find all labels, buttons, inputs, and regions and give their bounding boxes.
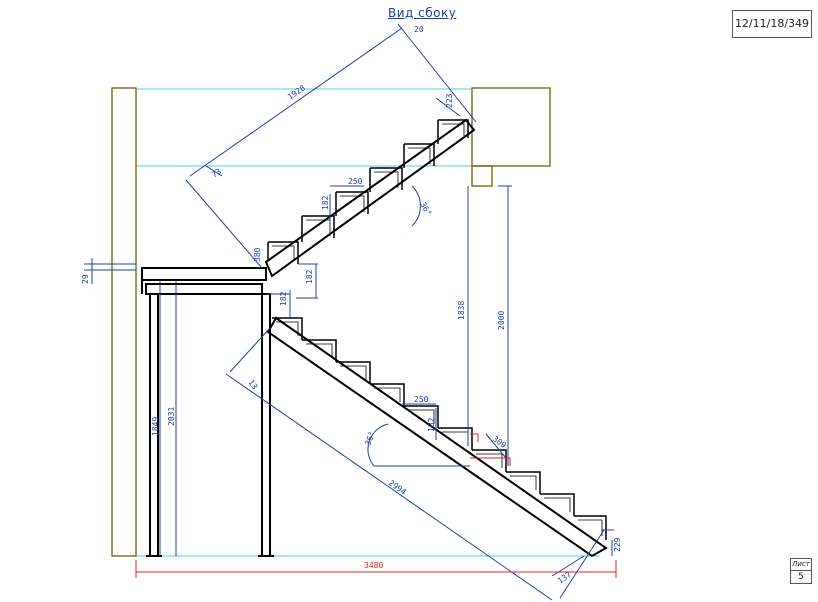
lower-treads (272, 317, 607, 540)
dim-1928: 1928 (286, 83, 307, 102)
dim-250-lower: 250 (414, 395, 429, 404)
dim-73: 73 (210, 167, 223, 180)
dim-20: 20 (414, 25, 424, 34)
dim-2994: 2994 (387, 478, 408, 497)
dim-2031: 2031 (167, 407, 176, 426)
dim-229: 229 (613, 537, 622, 552)
dim-3480: 3480 (364, 561, 383, 570)
dim-182-upper: 182 (321, 195, 330, 210)
dim-2000: 2000 (497, 311, 506, 330)
walls (111, 87, 551, 557)
dim-36-lower: 36° (363, 430, 376, 447)
drawing-code-stamp: 12/11/18/349 (732, 10, 812, 38)
lower-stringer (266, 316, 608, 558)
overall-dimensions (135, 433, 617, 578)
sheet-number-box: Лист 5 (790, 558, 812, 584)
upper-stringer (264, 118, 476, 278)
dim-182-post: 182 (279, 291, 288, 306)
stair-structure (141, 118, 608, 558)
left-wall (111, 87, 137, 557)
guide-lines (136, 88, 600, 557)
sheet-number: 5 (798, 572, 804, 582)
dim-29: 29 (81, 274, 90, 284)
dim-250-upper: 250 (348, 177, 363, 186)
dim-1838: 1838 (457, 301, 466, 320)
dim-309: 309 (491, 434, 508, 450)
view-title: Вид сбоку (388, 6, 457, 20)
dim-182-landing: 182 (305, 269, 314, 284)
dimension-lines (84, 23, 614, 601)
dim-380: 380 (253, 247, 262, 262)
landing-beam-top (141, 267, 267, 281)
sheet-label: Лист (791, 559, 811, 571)
landing-beam-bottom (145, 283, 263, 295)
dim-223: 223 (445, 93, 454, 108)
upper-slab (471, 87, 551, 167)
slab-step (471, 165, 493, 187)
upper-treads (267, 119, 469, 264)
dim-182-lower: 182 (427, 417, 436, 432)
dim-1849: 1849 (151, 417, 160, 436)
